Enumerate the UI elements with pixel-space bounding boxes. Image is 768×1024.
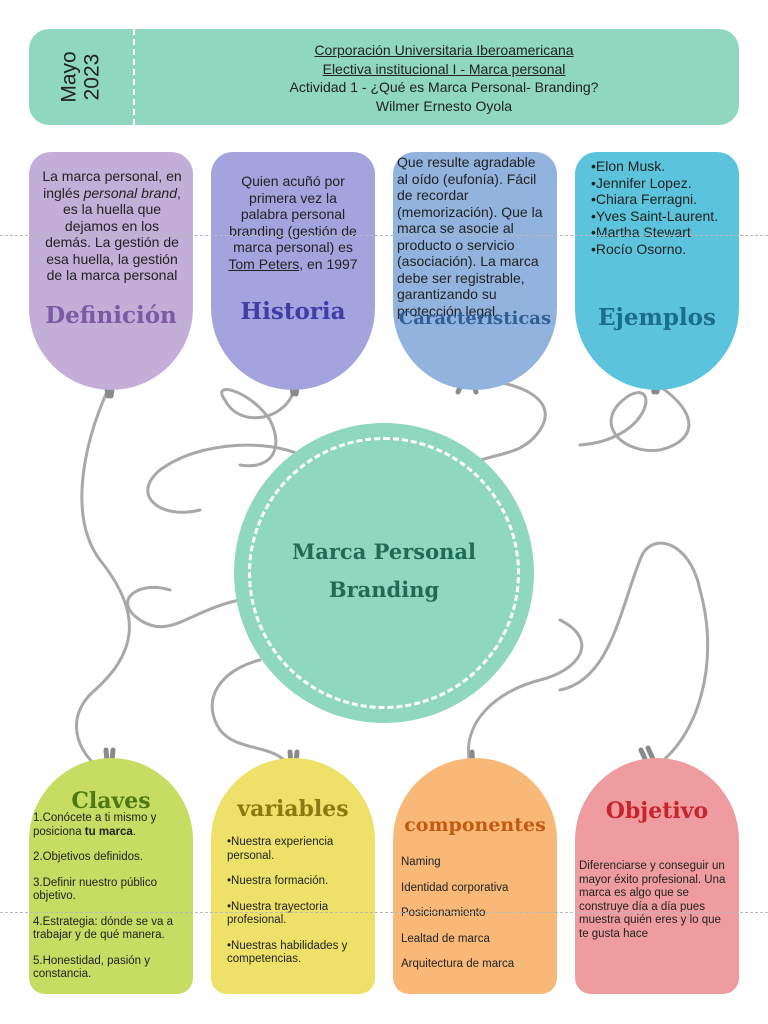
variables-list: •Nuestra experiencia personal. •Nuestra …: [227, 836, 367, 979]
string-ejemplos: [578, 378, 691, 452]
componentes-title: componentes: [404, 814, 546, 836]
clave-item: 4.Estrategia: dónde se va a trabajar y d…: [33, 915, 174, 942]
central-topic: Marca Personal Branding: [234, 423, 534, 723]
author-name: Wilmer Ernesto Oyola: [375, 97, 513, 114]
clave-item: 3.Definir nuestro público objetivo.: [33, 876, 158, 903]
caracteristicas-title: Características: [398, 308, 552, 329]
course-name: Electiva institucional I - Marca persona…: [322, 60, 566, 77]
string-objetivo: [558, 541, 710, 772]
clave-item: 1.Conócete a ti mismo y posiciona tu mar…: [33, 812, 157, 838]
variables-title: variables: [237, 796, 349, 822]
clave-item: 2.Objetivos definidos.: [33, 851, 143, 863]
header-banner: Mayo 2023 Corporación Universitaria Iber…: [29, 29, 739, 125]
ejemplos-card: •Elon Musk. •Jennifer Lopez. •Chiara Fer…: [575, 152, 739, 390]
componente-item: Posicionamiento: [401, 907, 486, 919]
claves-card: Claves 1.Conócete a ti mismo y posiciona…: [29, 758, 193, 994]
variable-item: •Nuestra experiencia personal.: [227, 836, 334, 862]
string-historia: [220, 383, 297, 468]
definicion-card: La marca personal, en inglés personal br…: [29, 152, 193, 390]
central-title-line2: Branding: [328, 577, 440, 602]
componentes-list: Naming Identidad corporativa Posicionami…: [401, 856, 551, 984]
central-title: Marca Personal Branding: [234, 533, 534, 609]
variable-item: •Nuestra formación.: [227, 875, 329, 887]
variable-item: •Nuestra trayectoria profesional.: [227, 900, 329, 927]
historia-title: Historia: [240, 298, 346, 325]
string-loop-upper: [146, 443, 302, 514]
clave-item: 5.Honestidad, pasión y constancia.: [33, 954, 150, 981]
componente-item: Arquitectura de marca: [401, 958, 515, 970]
historia-card: Quien acuñó por primera vez la palabra p…: [211, 152, 375, 390]
activity-title: Actividad 1 - ¿Qué es Marca Personal- Br…: [289, 79, 599, 95]
componente-item: Naming: [401, 856, 441, 868]
string-componentes: [467, 618, 584, 767]
variables-card: variables •Nuestra experiencia personal.…: [211, 758, 375, 994]
historia-text: Quien acuñó por primera vez la palabra p…: [228, 173, 358, 272]
string-definicion: [75, 383, 131, 777]
tom-peters-link[interactable]: Tom Peters: [228, 255, 300, 272]
ejemplos-title: Ejemplos: [598, 304, 716, 331]
definicion-title: Definición: [45, 302, 177, 329]
caracteristicas-text: Que resulte agradable al oído (eufonía).…: [397, 154, 543, 319]
ejemplo-item: •Martha Stewart: [591, 224, 691, 240]
componente-item: Identidad corporativa: [401, 881, 509, 894]
ejemplo-item: •Elon Musk.: [591, 158, 666, 174]
objetivo-text: Diferenciarse y conseguir un mayor éxito…: [579, 860, 726, 940]
ejemplos-list: •Elon Musk. •Jennifer Lopez. •Chiara Fer…: [591, 158, 721, 257]
componente-item: Lealtad de marca: [401, 932, 490, 945]
ejemplo-item: •Rocío Osorno.: [591, 240, 687, 257]
central-title-line1: Marca Personal: [292, 539, 476, 564]
ejemplo-item: •Jennifer Lopez.: [591, 174, 692, 191]
central-dashed-ring: [248, 437, 520, 709]
header-text: Corporación Universitaria Iberoamericana…: [149, 41, 739, 115]
componentes-card: componentes Naming Identidad corporativa…: [393, 758, 557, 994]
header-divider: [133, 29, 135, 125]
institution-name: Corporación Universitaria Iberoamericana: [314, 42, 574, 58]
string-loop-left: [126, 585, 242, 629]
claves-list: 1.Conócete a ti mismo y posiciona tu mar…: [33, 812, 187, 994]
objetivo-title: Objetivo: [605, 798, 709, 824]
definicion-text: La marca personal, en inglés personal br…: [42, 168, 182, 283]
dashed-guide-top: [0, 235, 768, 236]
claves-title: Claves: [71, 788, 151, 814]
objetivo-card: Objetivo Diferenciarse y conseguir un ma…: [575, 758, 739, 994]
caracteristicas-card: Que resulte agradable al oído (eufonía).…: [393, 152, 557, 390]
ejemplo-item: •Chiara Ferragni.: [591, 191, 698, 207]
string-variables: [210, 658, 297, 777]
dashed-guide-bottom: [0, 912, 768, 913]
variable-item: •Nuestras habilidades y competencias.: [227, 939, 348, 966]
ejemplo-item: •Yves Saint-Laurent.: [591, 207, 719, 224]
